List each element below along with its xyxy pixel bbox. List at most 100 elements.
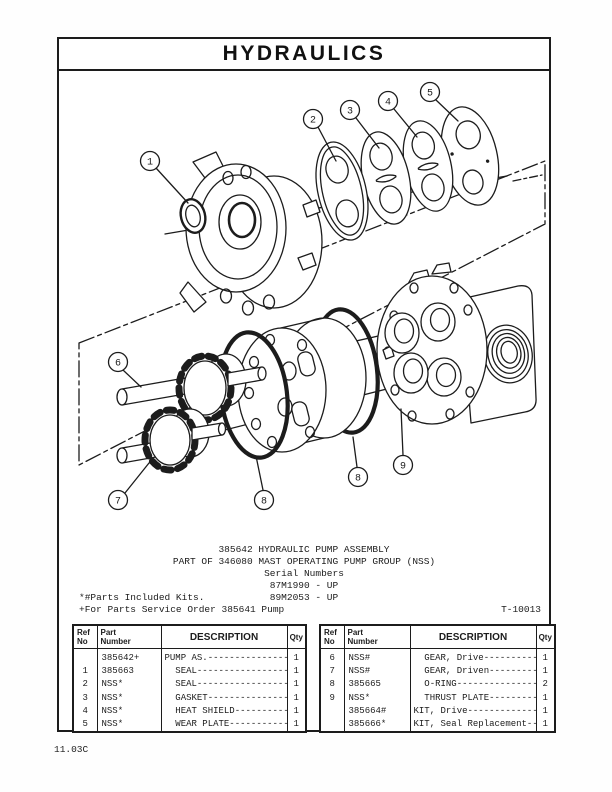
cell-ref: 8 — [329, 679, 335, 690]
cell-qty: 1 — [535, 704, 555, 719]
caption-part-of: PART OF 346080 MAST OPERATING PUMP GROUP… — [172, 556, 436, 567]
section-title-band: HYDRAULICS — [59, 39, 549, 71]
figure-ref-code: T-10013 — [501, 604, 541, 615]
cell-qty: 2 — [535, 678, 555, 692]
note-kits: *#Parts Included Kits. — [79, 592, 205, 603]
part-seal-plate — [315, 141, 369, 241]
cell-qty: 1 — [286, 665, 306, 679]
cell-desc: KIT, Drive------------- — [409, 704, 536, 719]
part-driven-gear — [116, 406, 227, 474]
callout-8b: 8 — [347, 436, 369, 488]
part-rear-cover — [376, 262, 537, 425]
column-header-qty: Qty — [535, 625, 555, 649]
cell-desc: WEAR PLATE----------- — [160, 718, 287, 733]
cell-qty: 1 — [535, 691, 555, 705]
callout-label: 5 — [427, 89, 433, 100]
caption-assembly: 385642 HYDRAULIC PUMP ASSEMBLY — [218, 544, 390, 555]
callout-6: 6 — [107, 351, 142, 388]
callout-label: 4 — [385, 98, 391, 109]
table-row: 6 NSS# GEAR, Drive----------1 — [320, 648, 555, 666]
cell-qty: 1 — [535, 665, 555, 679]
callout-1: 1 — [139, 150, 189, 204]
cell-ref: 4 — [82, 705, 88, 716]
cell-ref: 5 — [82, 719, 88, 730]
caption-serial-1: 87M1990 - UP — [269, 580, 339, 591]
callout-5: 5 — [419, 81, 459, 122]
cell-qty: 1 — [286, 648, 306, 666]
threaded-port — [483, 324, 533, 384]
cell-desc: HEAT SHIELD---------- — [160, 704, 287, 719]
callout-label: 3 — [347, 107, 353, 118]
cell-part: NSS* — [96, 704, 161, 719]
cell-qty: 1 — [535, 648, 555, 666]
cell-ref: 1 — [82, 666, 88, 677]
cell-ref — [320, 705, 344, 718]
cell-ref — [73, 649, 97, 666]
column-header-description: DESCRIPTION — [409, 625, 536, 649]
cell-ref: 7 — [329, 666, 335, 677]
cell-part: NSS* — [343, 691, 410, 705]
cell-ref: 6 — [329, 653, 335, 663]
cell-desc: GEAR, Drive---------- — [409, 648, 536, 666]
cell-part: 385665 — [343, 678, 410, 692]
cell-ref: 9 — [329, 692, 335, 703]
cell-part: NSS* — [96, 678, 161, 692]
cell-ref: 2 — [82, 679, 88, 690]
cell-part: 385663 — [96, 665, 161, 679]
part-drive-gear — [116, 352, 267, 424]
part-heat-shield — [402, 120, 454, 212]
cell-desc: PUMP AS.--------------- — [160, 648, 287, 666]
cell-desc: THRUST PLATE--------- — [409, 691, 536, 705]
callout-label: 2 — [310, 116, 316, 127]
page-code: 11.03C — [54, 744, 89, 755]
note-service: +For Parts Service Order 385641 Pump — [79, 604, 285, 615]
cell-part: NSS# — [343, 648, 410, 666]
cell-qty: 1 — [286, 691, 306, 705]
cell-ref: 3 — [82, 692, 88, 703]
callout-3: 3 — [339, 99, 380, 149]
column-header-description: DESCRIPTION — [160, 625, 287, 649]
cell-desc: SEAL----------------- — [160, 678, 287, 692]
callout-label: 7 — [115, 497, 121, 508]
cell-part: NSS* — [96, 691, 161, 705]
cell-qty: 1 — [286, 718, 306, 733]
table-row: 5 NSS* WEAR PLATE-----------1 — [73, 718, 306, 733]
cell-part: NSS* — [96, 718, 161, 733]
part-front-cover — [179, 151, 323, 316]
table-row: 385642+PUMP AS.---------------1 — [73, 648, 306, 666]
cell-desc: GASKET--------------- — [160, 691, 287, 705]
table-row: 3 NSS* GASKET---------------1 — [73, 691, 306, 705]
table-row: 385666*KIT, Seal Replacement--1 — [320, 718, 555, 733]
cell-part: 385642+ — [96, 648, 161, 666]
part-thrust-plate — [382, 312, 429, 394]
page-border-frame: HYDRAULICS — [57, 37, 556, 734]
caption-serial-heading: Serial Numbers — [264, 568, 344, 579]
part-shaft-seal — [179, 198, 207, 234]
section-plane-outline — [78, 160, 546, 466]
cell-part: NSS# — [343, 665, 410, 679]
caption-serial-2: 89M2053 - UP — [269, 592, 339, 603]
callout-label: 8 — [261, 497, 267, 508]
callout-8a: 8 — [253, 455, 275, 511]
callout-label: 6 — [115, 359, 121, 370]
centerline-top-ext — [512, 174, 543, 182]
callout-9: 9 — [392, 408, 414, 476]
callout-4: 4 — [377, 90, 418, 138]
cell-qty: 1 — [535, 718, 555, 733]
part-gasket — [360, 131, 412, 225]
part-gear-housing — [237, 317, 367, 453]
callout-label: 1 — [147, 158, 153, 169]
column-header-qty: Qty — [286, 625, 306, 649]
